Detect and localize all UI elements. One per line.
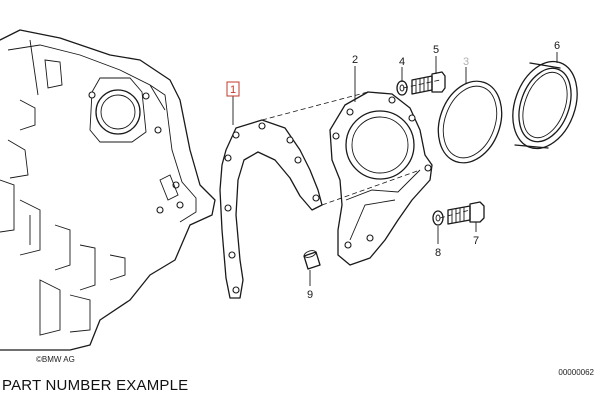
part-7-bolt[interactable] [447, 201, 485, 225]
part-9-dowel-pin[interactable] [303, 249, 321, 270]
callout-6[interactable]: 6 [554, 40, 560, 52]
callout-1[interactable]: 1 [230, 84, 236, 96]
diagram-caption: PART NUMBER EXAMPLE [2, 377, 189, 394]
callout-7[interactable]: 7 [473, 235, 479, 247]
callout-labels: 1 2 3 4 5 6 7 8 9 [226, 40, 560, 301]
part-3-ring[interactable] [427, 72, 512, 171]
drawing-code: 00000062 [558, 368, 594, 377]
part-5-bolt[interactable] [411, 71, 446, 95]
leader-lines [232, 52, 558, 286]
part-2-seal-carrier[interactable] [329, 91, 433, 266]
callout-3[interactable]: 3 [463, 56, 469, 68]
engine-block-drawing [0, 29, 216, 351]
part-8-washer[interactable] [432, 210, 444, 226]
callout-4[interactable]: 4 [399, 56, 405, 68]
callout-9[interactable]: 9 [307, 289, 313, 301]
callout-2[interactable]: 2 [352, 54, 358, 66]
part-1-gasket[interactable] [219, 119, 323, 299]
callout-8[interactable]: 8 [435, 247, 441, 259]
assembly-guide-lines [261, 79, 471, 219]
callout-1-highlight-box [226, 81, 240, 97]
part-6-radial-seal[interactable] [501, 52, 588, 157]
callout-5[interactable]: 5 [433, 44, 439, 56]
copyright-text: ©BMW AG [36, 355, 75, 364]
part-4-washer[interactable] [396, 80, 408, 96]
